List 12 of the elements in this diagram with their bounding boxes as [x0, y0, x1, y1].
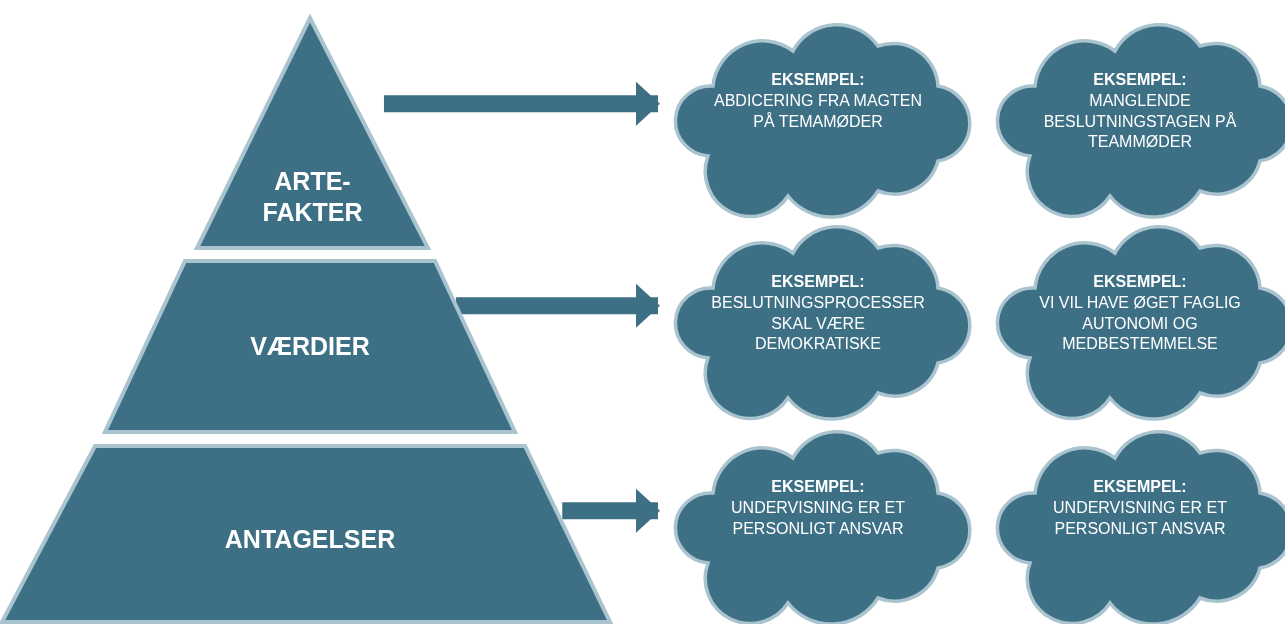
tier-label: VÆRDIER	[249, 331, 371, 362]
tier-label: ANTAGELSER	[223, 524, 397, 555]
example-text: EKSEMPEL: UNDERVISNING ER ET PERSONLIGT ANSVAR	[730, 477, 906, 539]
block-arrow	[383, 81, 660, 126]
example-text: EKSEMPEL: BESLUTNINGSPROCESSER SKAL VÆRE DEMOKRATISKE	[710, 272, 926, 355]
example-text: EKSEMPEL: VI VIL HAVE ØGET FAGLIG AUTONOMI OG MEDBESTEMMELSE	[1038, 272, 1242, 355]
example-text: EKSEMPEL: ABDICERING FRA MAGTEN PÅ TEMAMØDER	[713, 70, 923, 132]
example-text: EKSEMPEL: MANGLENDE BESLUTNINGSTAGEN PÅ TEAMMØDER	[1042, 70, 1238, 153]
example-text: EKSEMPEL: UNDERVISNING ER ET PERSONLIGT ANSVAR	[1052, 477, 1228, 539]
block-arrow	[562, 488, 660, 533]
tier-label: ARTE- FAKTER	[261, 166, 364, 229]
block-arrow	[455, 283, 660, 328]
